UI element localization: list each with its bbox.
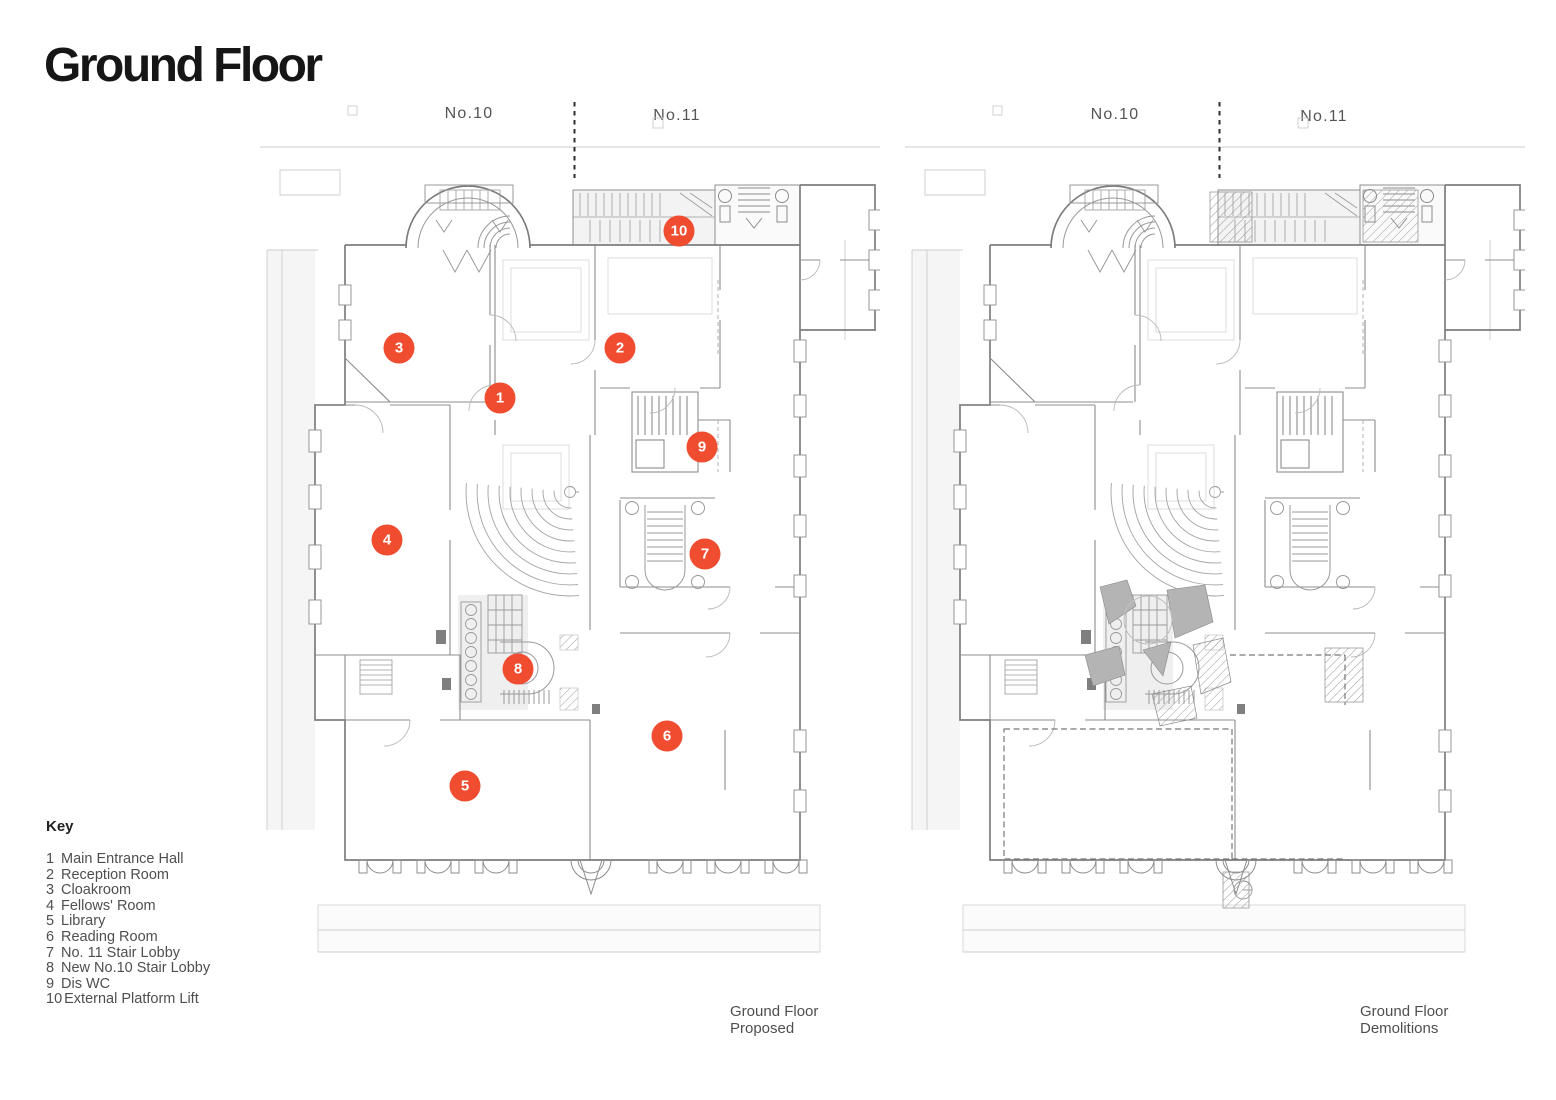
caption-demolitions: Ground Floor Demolitions bbox=[1360, 1003, 1449, 1037]
caption-line: Proposed bbox=[730, 1019, 795, 1037]
key-item-label: External Platform Lift bbox=[64, 991, 199, 1008]
key-item-label: Reception Room bbox=[61, 866, 169, 883]
key-item-3: 3 Cloakroom bbox=[46, 883, 210, 899]
key-item-number: 2 bbox=[46, 866, 55, 883]
key-item-label: Dis WC bbox=[61, 975, 111, 992]
key-item-number: 6 bbox=[46, 928, 55, 945]
caption-line: Demolitions bbox=[1360, 1019, 1439, 1037]
floor-plan-drawing-proposed bbox=[260, 101, 880, 953]
house-label-no10: No.10 bbox=[1090, 106, 1140, 123]
demolition-overlay bbox=[1003, 189, 1419, 909]
key-item-5: 5 Library bbox=[46, 914, 210, 930]
key-heading: Key bbox=[46, 818, 74, 835]
floor-plan-drawing-demolitions bbox=[905, 101, 1525, 953]
key-item-label: Reading Room bbox=[61, 928, 158, 945]
floor-plan-demolitions: No.10 No.11 bbox=[905, 90, 1525, 990]
key-item-9: 9 Dis WC bbox=[46, 975, 210, 993]
key-item-number: 8 bbox=[46, 960, 55, 977]
key-item-4: 4 Fellows' Room bbox=[46, 897, 210, 915]
key-item-label: Fellows' Room bbox=[61, 897, 156, 914]
key-item-number: 3 bbox=[46, 882, 55, 899]
key-item-6: 6 Reading Room bbox=[46, 928, 210, 946]
key-item-number: 7 bbox=[46, 944, 55, 961]
key-item-label: Main Entrance Hall bbox=[61, 851, 184, 867]
key-item-number: 5 bbox=[46, 913, 55, 930]
key-item-2: 2 Reception Room bbox=[46, 866, 210, 884]
house-label-no11: No.11 bbox=[653, 107, 701, 124]
key-item-label: Library bbox=[61, 913, 106, 930]
key-list: 1 Main Entrance Hall 2 Reception Room 3 Cloak… bbox=[46, 851, 210, 1008]
key-item-7: 7 No. 11 Stair Lobby bbox=[46, 944, 210, 962]
key-item-number: 10 bbox=[46, 991, 63, 1008]
key-item-number: 9 bbox=[46, 975, 55, 992]
house-label-no11: No.11 bbox=[1300, 108, 1348, 125]
page-title: Ground Floor bbox=[44, 39, 323, 92]
caption-line: Ground Floor bbox=[1360, 1003, 1449, 1020]
key-item-8: 8 New No.10 Stair Lobby bbox=[46, 961, 210, 977]
caption-proposed: Ground Floor Proposed bbox=[730, 1003, 819, 1037]
key-item-number: 4 bbox=[46, 897, 55, 914]
key-item-label: Cloakroom bbox=[61, 882, 132, 899]
floor-plan-proposed: No.10 No.11 bbox=[260, 90, 880, 990]
key-item-1: 1 Main Entrance Hall bbox=[46, 851, 210, 868]
key-item-label: No. 11 Stair Lobby bbox=[61, 944, 181, 961]
key-item-label: New No.10 Stair Lobby bbox=[61, 960, 211, 977]
caption-line: Ground Floor bbox=[730, 1003, 819, 1020]
key-item-number: 1 bbox=[46, 851, 55, 867]
house-label-no10: No.10 bbox=[444, 105, 494, 122]
